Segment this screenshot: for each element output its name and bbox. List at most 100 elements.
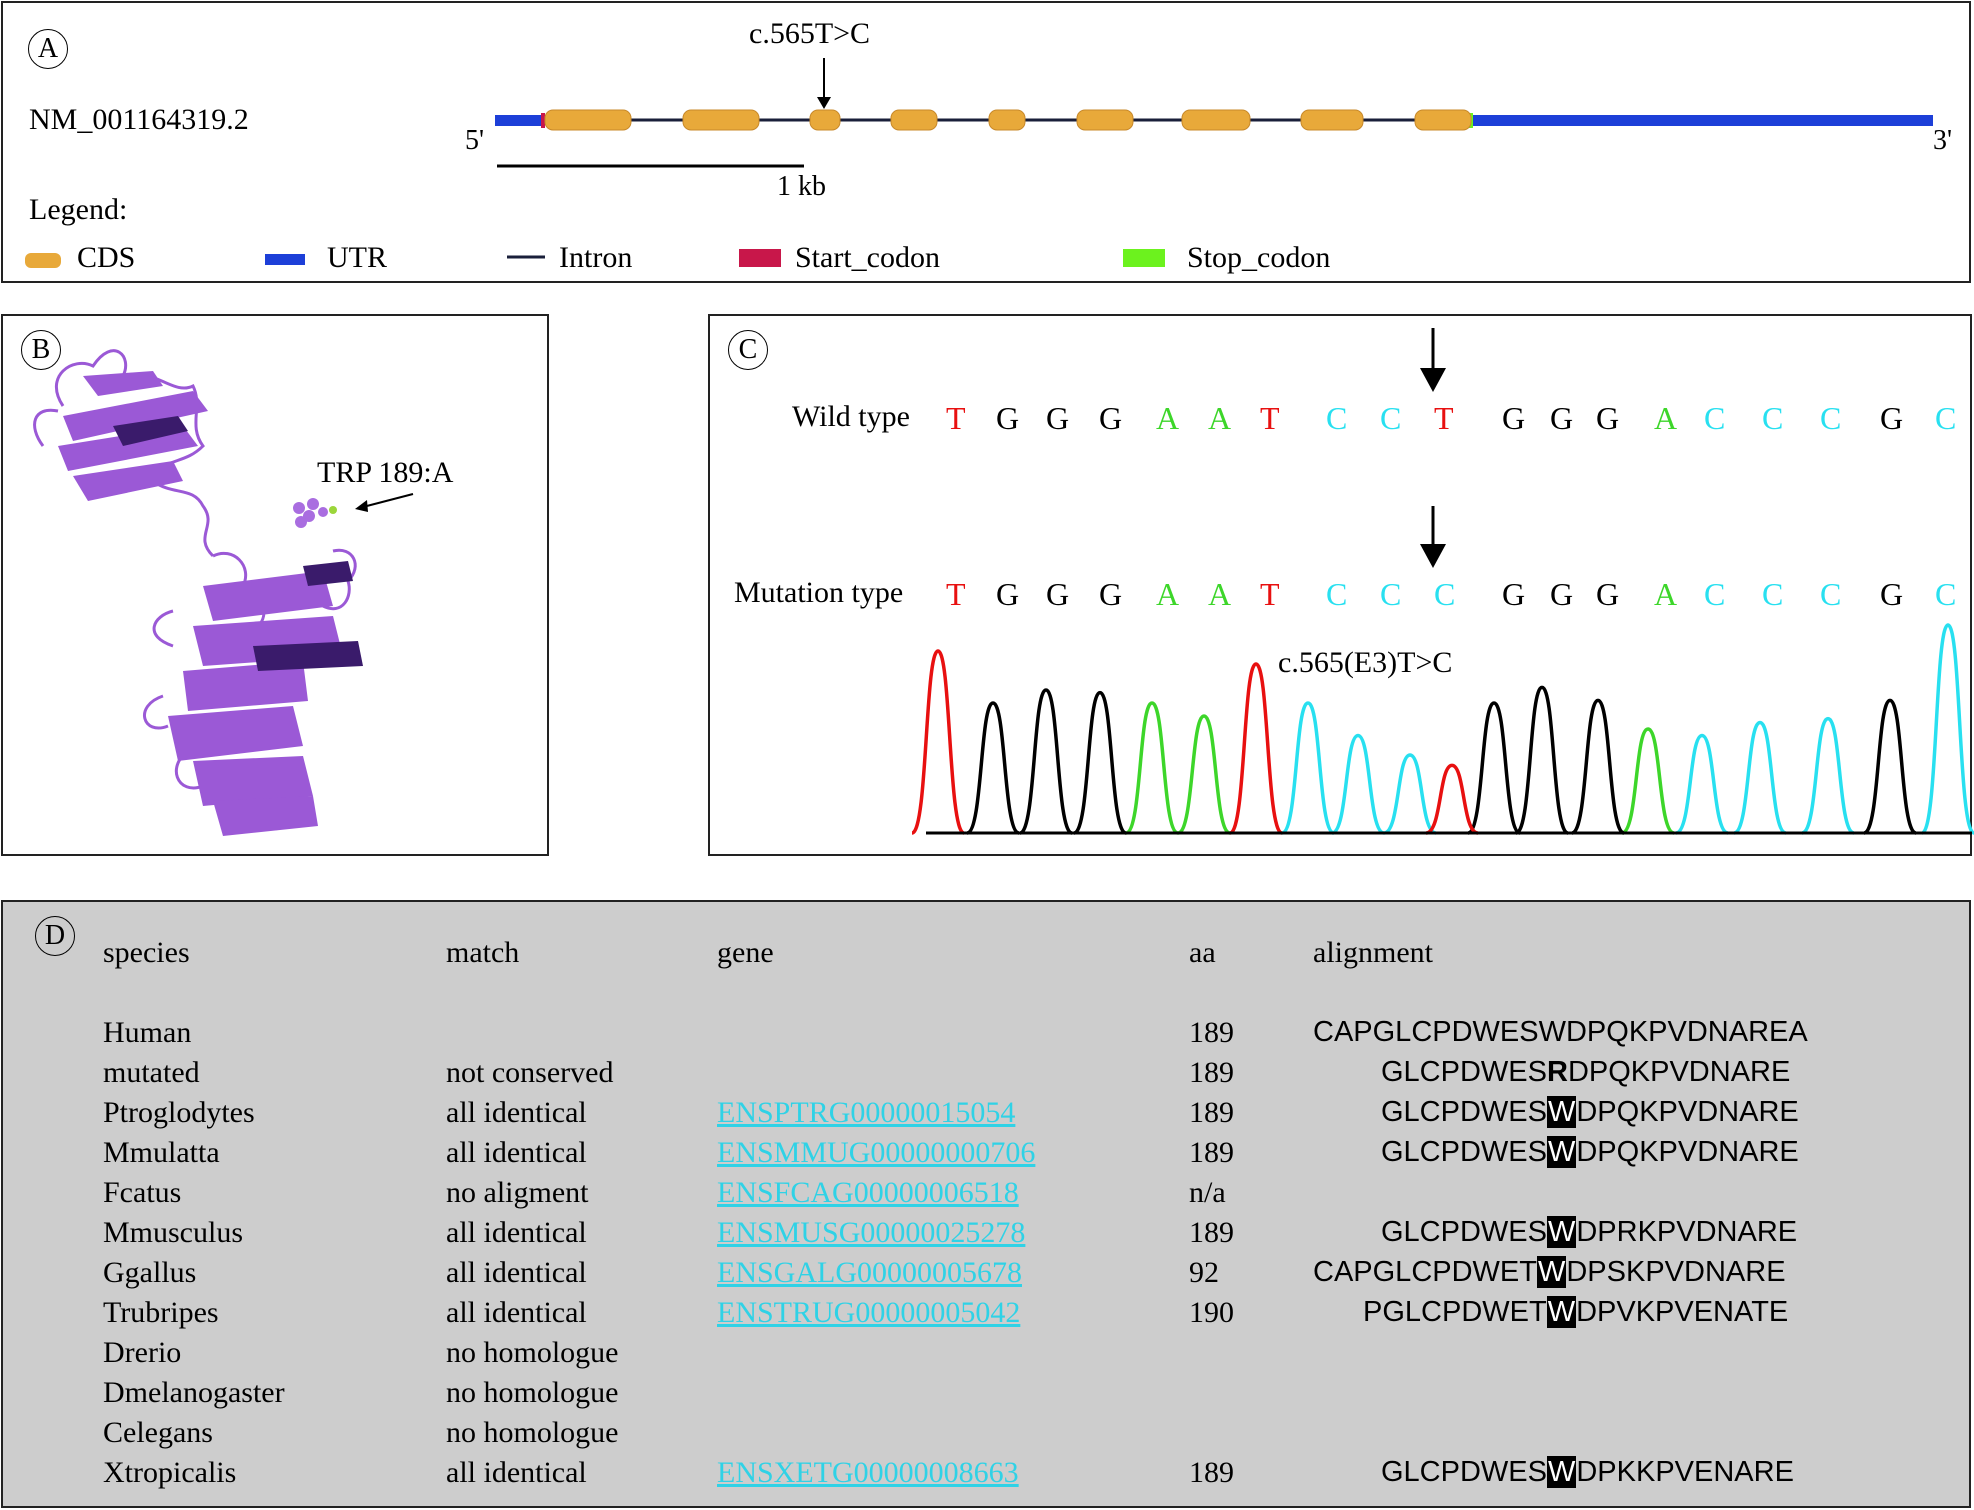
header-match: match [446, 936, 520, 969]
scale-bar-label: 1 kb [777, 171, 826, 202]
alignment-cell: CAPGLCPDWETWDPSKPVDNARE [1313, 1256, 1786, 1289]
trace-peak-G [1019, 688, 1073, 835]
alignment-prefix: GLCPDWES [1381, 1136, 1547, 1168]
species-cell: Human [103, 1016, 192, 1049]
species-cell: mutated [103, 1056, 200, 1089]
gene-link[interactable]: ENSMMUG00000000706 [717, 1136, 1036, 1169]
exon-1 [544, 109, 632, 131]
mutant-base: T [1260, 576, 1280, 612]
mutant-base: G [1596, 576, 1620, 612]
residue-189: W [1546, 1216, 1577, 1248]
wild-type-base: G [1502, 400, 1526, 436]
wild-type-base: C [1935, 400, 1957, 436]
species-cell: Celegans [103, 1416, 213, 1449]
gene-structure-diagram [25, 58, 1933, 268]
trace-peak-T [1425, 763, 1479, 835]
aa-position-cell: 189 [1189, 1456, 1234, 1489]
alignment-prefix: CAPGLCPDWET [1313, 1256, 1537, 1288]
utr-swatch [265, 254, 305, 265]
five-prime-label: 5' [465, 125, 485, 156]
trace-peak-C [1331, 733, 1385, 835]
stop-codon-swatch [1123, 249, 1165, 267]
species-cell: Fcatus [103, 1176, 182, 1209]
mutation-position-label: c.565T>C [749, 17, 871, 50]
three-prime-utr [1471, 115, 1933, 126]
residue-label: TRP 189:A [317, 456, 454, 489]
gene-link[interactable]: ENSFCAG00000006518 [717, 1176, 1019, 1209]
trace-peak-C [1801, 716, 1855, 835]
alignment-suffix: DPRKPVDNARE [1576, 1216, 1798, 1248]
chromatogram-label: c.565(E3)T>C [1278, 646, 1453, 679]
gene-link[interactable]: ENSPTRG00000015054 [717, 1096, 1016, 1129]
mutant-base: C [1704, 576, 1726, 612]
match-cell: no aligment [446, 1176, 589, 1209]
match-cell: no homologue [446, 1376, 619, 1409]
residue-arrow-head [355, 500, 368, 512]
exon-2 [682, 109, 760, 131]
aa-position-cell: 189 [1189, 1016, 1234, 1049]
aa-position-cell: 189 [1189, 1216, 1234, 1249]
species-cell: Ggallus [103, 1256, 197, 1289]
mutant-base: C [1434, 576, 1456, 612]
gene-link[interactable]: ENSGALG00000005678 [717, 1256, 1022, 1289]
mutant-base: C [1820, 576, 1842, 612]
header-gene: gene [717, 936, 774, 969]
species-cell: Mmusculus [103, 1216, 244, 1249]
header-species: species [103, 936, 190, 969]
alignment-cell: GLCPDWESWDPRKPVDNARE [1381, 1216, 1797, 1249]
aa-position-cell: n/a [1189, 1176, 1226, 1209]
match-cell: all identical [446, 1216, 587, 1249]
trace-peak-C [1733, 720, 1787, 835]
trace-peak-C [1383, 753, 1437, 835]
trace-peak-C [1675, 733, 1729, 835]
exon-8 [1300, 109, 1364, 131]
five-prime-utr [495, 115, 541, 126]
mutant-base: G [1099, 576, 1123, 612]
alignment-suffix: DPQKPVDNARE [1567, 1056, 1791, 1088]
species-cell: Xtropicalis [103, 1456, 237, 1489]
gene-link[interactable]: ENSXETG00000008663 [717, 1456, 1019, 1489]
alignment-prefix: GLCPDWES [1381, 1056, 1547, 1088]
wild-type-base: C [1762, 400, 1784, 436]
aa-position-cell: 189 [1189, 1056, 1234, 1089]
match-cell: all identical [446, 1456, 587, 1489]
gene-link[interactable]: ENSMUSG00000025278 [717, 1216, 1026, 1249]
residue-189: W [1546, 1136, 1577, 1168]
table-row: Mmusculus all identical ENSMUSG00000025278… [3, 1216, 1969, 1256]
mutant-base: C [1935, 576, 1957, 612]
mutant-base: A [1208, 576, 1232, 612]
chromatogram [910, 328, 1974, 835]
gene-link[interactable]: ENSTRUG00000005042 [717, 1296, 1021, 1329]
mutation-arrow-head [817, 97, 831, 109]
alignment-prefix: GLCPDWES [1381, 1456, 1547, 1488]
wild-type-label: Wild type [792, 400, 910, 433]
header-aa: aa [1189, 936, 1216, 969]
mutant-base: G [1502, 576, 1526, 612]
aa-position-cell: 189 [1189, 1136, 1234, 1169]
wild-type-base: A [1208, 400, 1232, 436]
wild-type-base: G [1046, 400, 1070, 436]
mutant-base: C [1380, 576, 1402, 612]
protein-structure-image [33, 349, 414, 836]
legend-stop-codon-label: Stop_codon [1187, 241, 1331, 274]
wild-type-base: C [1820, 400, 1842, 436]
alignment-prefix: CAPGLCPDWES [1313, 1016, 1539, 1048]
exon-5 [988, 109, 1026, 131]
mutant-base: C [1326, 576, 1348, 612]
match-cell: no homologue [446, 1416, 619, 1449]
wild-type-base: A [1654, 400, 1678, 436]
start-codon [541, 113, 545, 128]
panel-a: A NM_001164319.2 c.565T>C [1, 1, 1971, 283]
residue-189: R [1546, 1056, 1568, 1088]
match-cell: no homologue [446, 1336, 619, 1369]
wild-type-base: C [1326, 400, 1348, 436]
match-cell: not conserved [446, 1056, 614, 1089]
residue-189: W [1546, 1456, 1577, 1488]
residue-189: W [1538, 1016, 1566, 1048]
alignment-suffix: DPKKPVENARE [1576, 1456, 1794, 1488]
trace-peak-T [1228, 662, 1284, 835]
match-cell: all identical [446, 1256, 587, 1289]
